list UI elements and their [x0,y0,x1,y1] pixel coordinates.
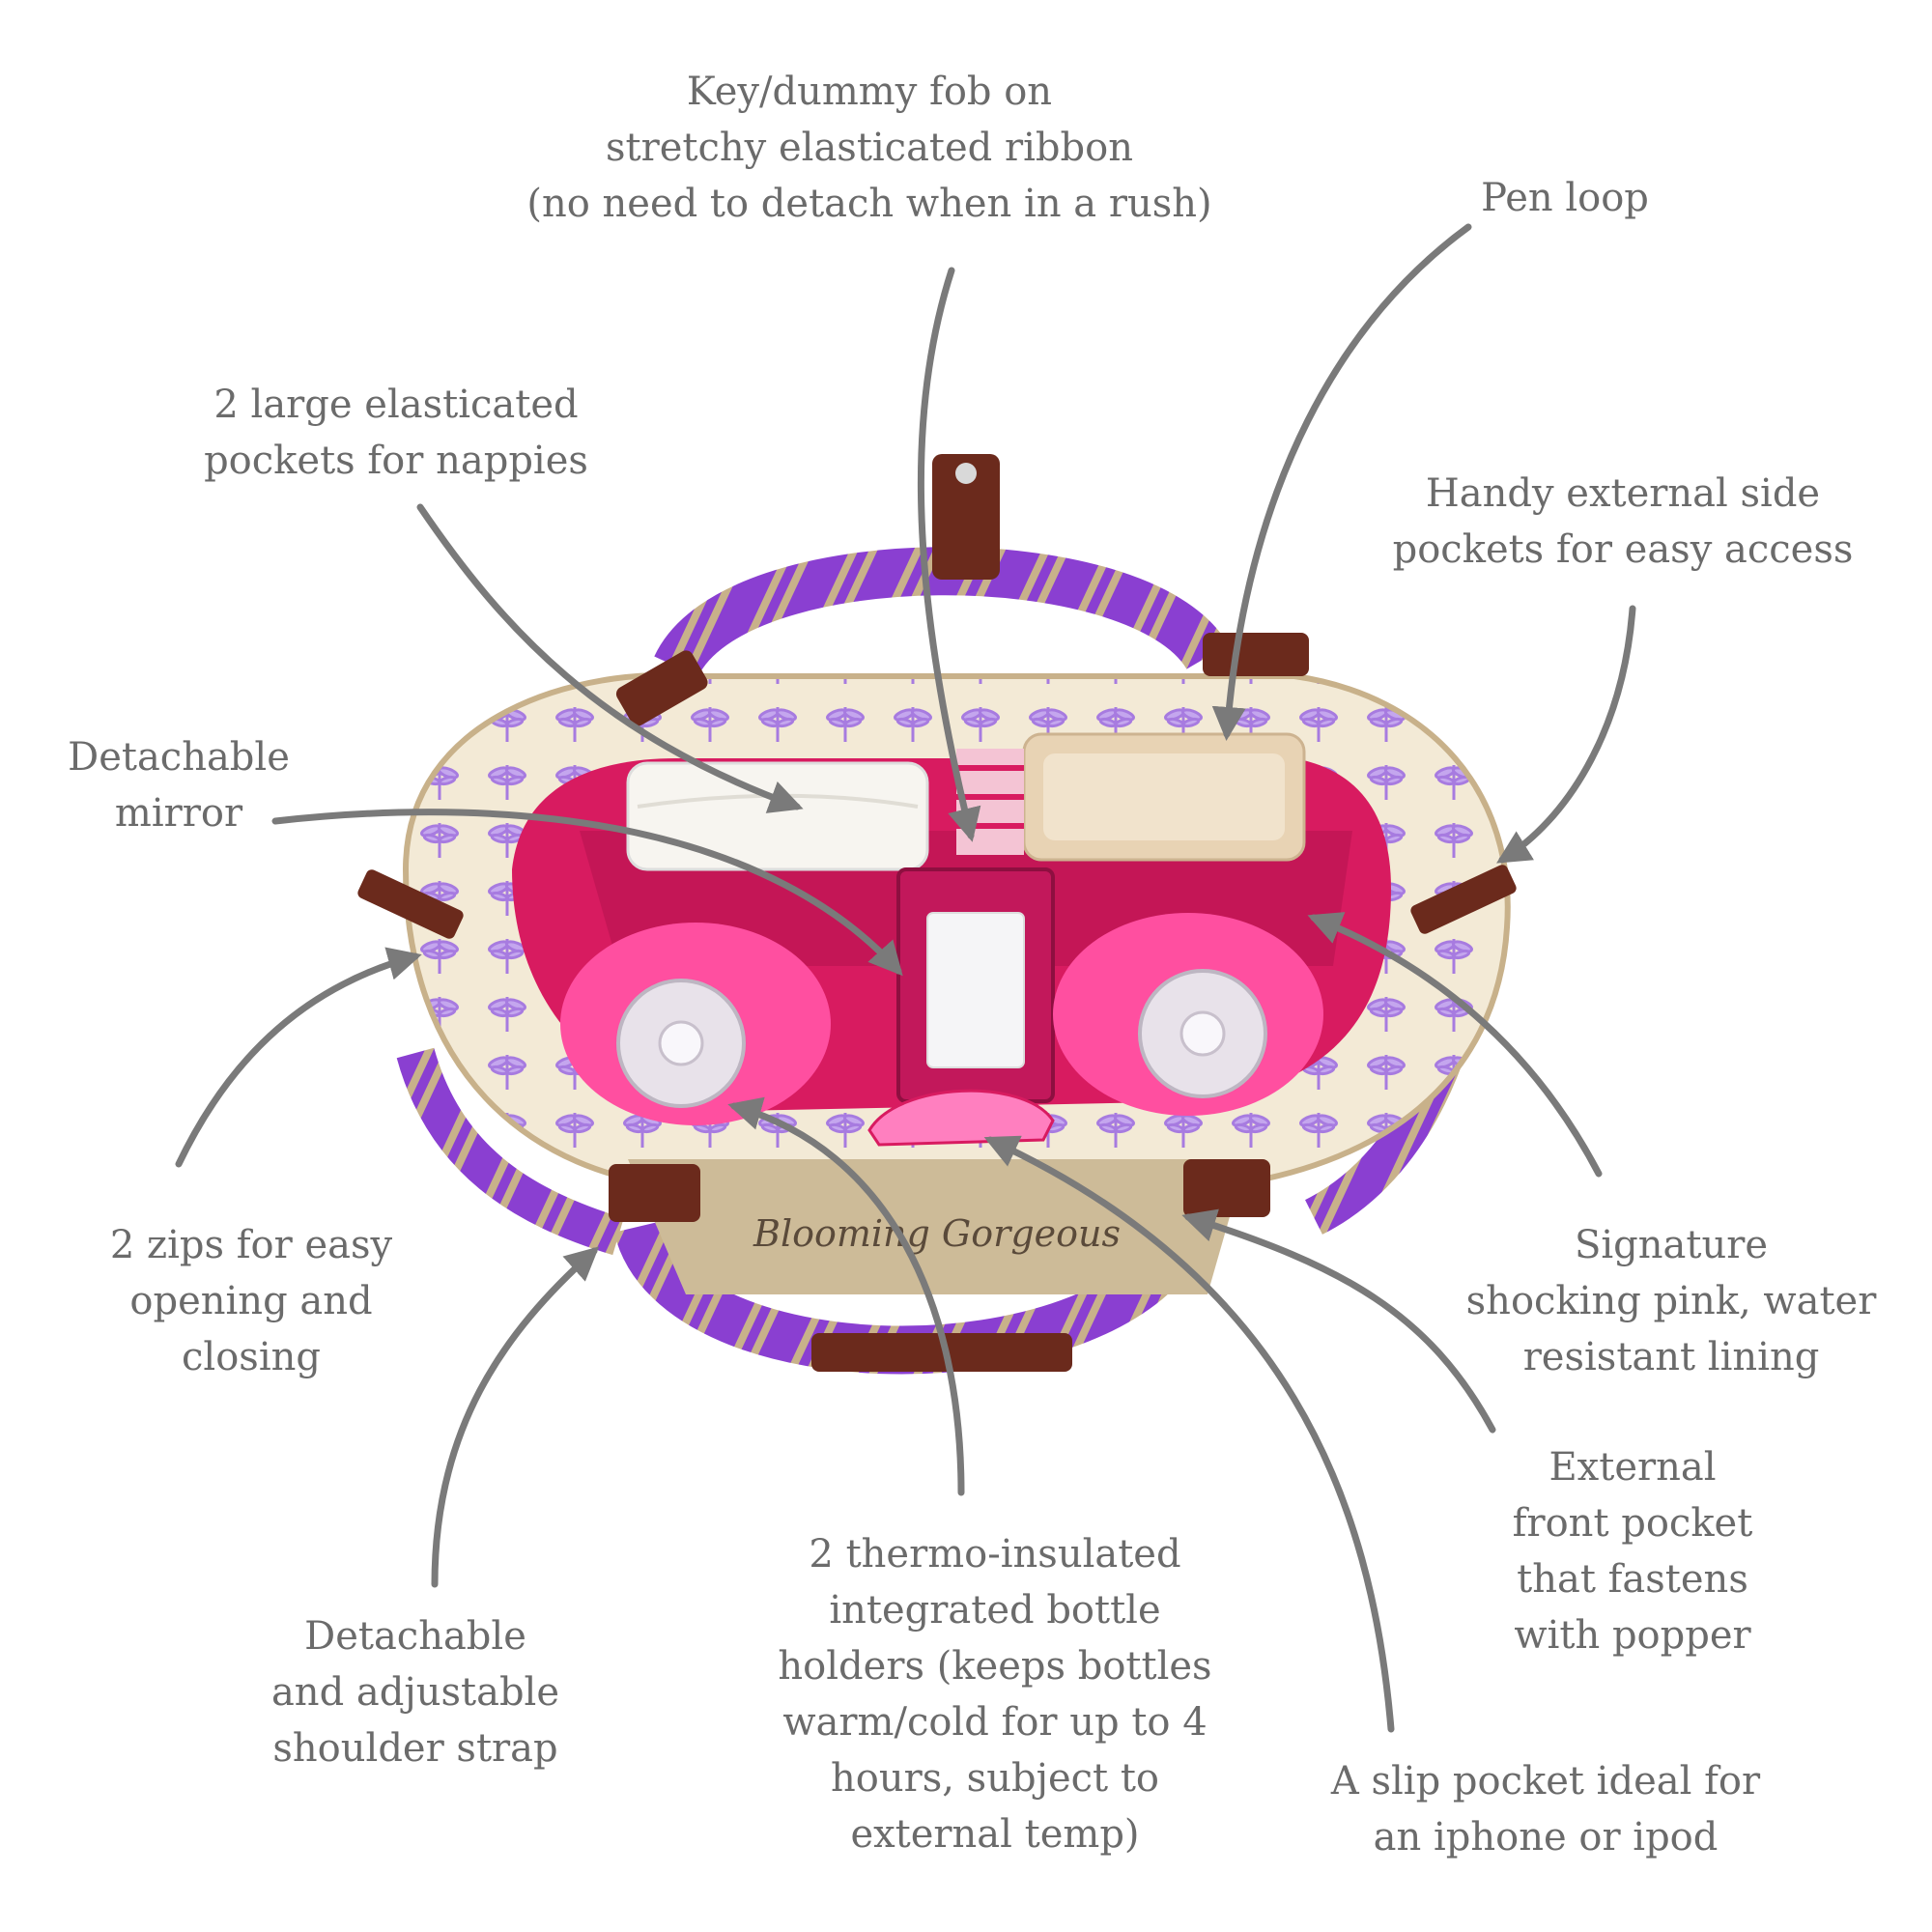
callout-line: (no need to detach when in a rush) [526,182,1212,226]
callout-line: Detachable [304,1614,526,1659]
callout-line: 2 zips for easy [109,1223,393,1267]
shoulder-strap [396,1047,624,1256]
popper-stud [955,463,977,484]
callout-zips: 2 zips for easy opening and closing [77,1217,425,1385]
callout-line: closing [182,1335,321,1379]
bottle-holder-left [560,923,831,1125]
callout-line: pockets for easy access [1392,527,1854,572]
leather-tabs [357,454,1517,1372]
wipes-pack [1022,732,1306,862]
callout-line: shoulder strap [272,1726,558,1771]
callout-line: front pocket [1512,1501,1753,1546]
callout-line: pockets for nappies [204,439,588,483]
leader-shoulder-strap [431,1246,600,1588]
callout-key-fob: Key/dummy fob on stretchy elasticated ri… [464,64,1275,232]
callout-line: warm/cold for up to 4 [782,1700,1208,1745]
top-handle [654,547,1229,679]
diaper-bag: Blooming Gorgeous [357,454,1517,1375]
callout-pen-loop: Pen loop [1430,170,1700,226]
callout-line: Handy external side [1425,471,1821,516]
callout-line: mirror [114,791,243,836]
callout-side-pockets: Handy external side pockets for easy acc… [1362,466,1884,578]
callout-leader-lines [175,223,1636,1733]
bottle-holder-right [1053,913,1323,1116]
callout-front-pocket: External front pocket that fastens with … [1468,1439,1797,1663]
callout-line: Detachable [68,735,290,780]
leader-mirror [271,809,903,977]
callout-line: stretchy elasticated ribbon [606,126,1133,170]
key-fob [956,749,1024,855]
callout-line: hours, subject to [831,1756,1159,1801]
callout-line: with popper [1514,1613,1751,1658]
callout-bottle-holders: 2 thermo-insulated integrated bottle hol… [734,1526,1256,1862]
callout-line: Signature [1574,1223,1769,1267]
leader-lining [1307,912,1603,1178]
callout-line: opening and [129,1279,373,1323]
callout-nappy-pockets: 2 large elasticated pockets for nappies [155,377,638,489]
leader-side-pockets [1496,605,1636,864]
callout-mirror: Detachable mirror [39,729,319,841]
callout-line: and adjustable [270,1670,560,1715]
callout-line: holders (keeps bottles [778,1644,1212,1689]
callout-slip-pocket: A slip pocket ideal for an iphone or ipo… [1294,1753,1797,1865]
leader-nappy-pockets [416,503,804,813]
callout-line: an iphone or ipod [1373,1815,1719,1860]
leader-bottle-holders [727,1096,965,1496]
callout-line: 2 large elasticated [213,383,579,427]
callout-line: that fastens [1517,1557,1748,1602]
leader-pen-loop [1211,223,1472,741]
callout-line: shocking pink, water [1465,1279,1877,1323]
mirror [896,867,1055,1103]
callout-line: Key/dummy fob on [686,70,1053,114]
leader-zips [175,947,422,1168]
leader-front-pocket [1181,1208,1496,1434]
callout-line: A slip pocket ideal for [1330,1759,1761,1804]
brand-patch-text: Blooming Gorgeous [753,1212,1121,1255]
nappies [626,761,929,871]
callout-line: external temp) [850,1812,1140,1857]
callout-shoulder-strap: Detachable and adjustable shoulder strap [232,1608,599,1776]
leader-slip-pocket [983,1135,1395,1733]
callout-line: resistant lining [1522,1335,1820,1379]
callout-line: External [1548,1445,1717,1490]
leader-key-fob [917,267,981,842]
callout-lining: Signature shocking pink, water resistant… [1430,1217,1913,1385]
slip-pocket [867,1089,1055,1147]
front-patch: Blooming Gorgeous [628,1159,1246,1294]
callout-line: 2 thermo-insulated [809,1532,1181,1577]
callout-line: integrated bottle [829,1588,1161,1633]
callout-line: Pen loop [1481,176,1649,220]
